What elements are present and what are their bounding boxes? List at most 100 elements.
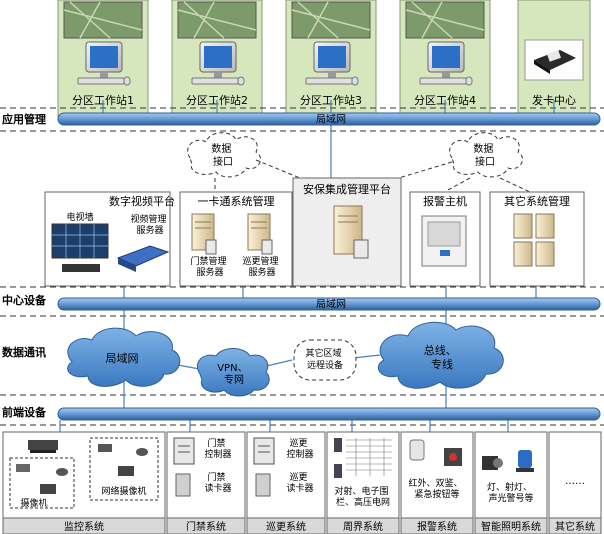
lighting-line-2: 声光警号等 xyxy=(488,492,533,504)
access-reader-line-2: 读卡器 xyxy=(204,482,231,494)
video-server-line-1: 视频管理 xyxy=(131,213,167,225)
patrol-controller-line-2: 控制器 xyxy=(286,448,313,460)
patrol-server-line-1: 巡更管理 xyxy=(243,255,279,267)
patrol-server-label: 巡更管理 服务器 xyxy=(243,255,282,278)
server-stack-icon xyxy=(513,213,555,267)
alarm-line-1: 红外、双鉴、 xyxy=(409,477,463,489)
other-front-devices: …… xyxy=(565,476,585,487)
camera-icon xyxy=(16,464,68,494)
access-server-line-1: 门禁管理 xyxy=(191,255,227,267)
patrol-system-panel[interactable]: 巡更系统 巡更 控制器 巡更 读卡器 xyxy=(246,431,326,534)
remote-device-box: 其它区域 远程设备 xyxy=(293,339,357,381)
computer-icon xyxy=(191,41,245,86)
bus-line-2: 专线 xyxy=(431,357,453,371)
lighting-system-label: 智能照明系统 xyxy=(481,520,541,533)
tv-wall-label: 电视墙 xyxy=(66,211,93,223)
remote-device-label: 其它区域 远程设备 xyxy=(306,347,345,371)
perimeter-devices-label: 对射、电子围 栏、高压电网 xyxy=(335,485,392,508)
lighting-system-panel[interactable]: 智能照明系统 灯、射灯、 声光警号等 xyxy=(474,431,548,534)
layer-label-comm: 数据通讯 xyxy=(2,345,46,359)
patrol-controller-icon xyxy=(253,437,275,465)
dvr-icon xyxy=(28,440,58,453)
computer-icon xyxy=(419,41,473,86)
patrol-reader-line-1: 巡更 xyxy=(290,472,308,483)
workstation-panels: 分区工作站1 分区工作站2 xyxy=(57,0,591,119)
lan-bus-center: 局域网 xyxy=(57,297,601,311)
access-reader-line-1: 门禁 xyxy=(208,471,226,483)
card-system-box[interactable]: 一卡通系统管理 门禁管理 服务器 巡更管理 服务器 xyxy=(179,191,293,287)
access-system-label: 门禁系统 xyxy=(186,520,226,533)
vpn-cloud-label: VPN、 专网 xyxy=(217,363,251,386)
workstation-3[interactable]: 分区工作站3 xyxy=(285,0,377,119)
card-system-title: 一卡通系统管理 xyxy=(198,194,275,208)
layer-label-app: 应用管理 xyxy=(2,112,46,126)
layer-labels: 应用管理 中心设备 数据通讯 前端设备 xyxy=(0,110,50,421)
access-controller-line-2: 控制器 xyxy=(204,448,231,460)
net-camera-label: 网络摄像机 xyxy=(101,485,146,497)
data-interface-left-line-2: 接口 xyxy=(213,155,233,168)
access-server-line-2: 服务器 xyxy=(196,266,223,278)
monitor-system-panel[interactable]: 监控系统 摄像机 网络摄像机 xyxy=(2,431,166,534)
alarm-system-panel[interactable]: 报警系统 红外、双鉴、 紧急按钮等 xyxy=(400,431,474,534)
camera-label: 摄像机 xyxy=(20,497,47,509)
lighting-line-1: 灯、射灯、 xyxy=(487,481,532,493)
video-server-line-2: 服务器 xyxy=(136,224,163,236)
other-system-box[interactable]: 其它系统管理 xyxy=(489,191,585,287)
layer-label-front: 前端设备 xyxy=(2,405,47,419)
vpn-line-1: VPN、 xyxy=(217,363,247,374)
motion-sensor-icon xyxy=(409,439,462,466)
access-controller-label: 门禁 控制器 xyxy=(204,437,231,460)
tv-wall-icon xyxy=(51,223,109,272)
other-system-title: 其它系统管理 xyxy=(504,194,570,208)
other-front-label: 其它系统 xyxy=(555,520,595,533)
data-interface-cloud-left: 数据 接口 xyxy=(187,132,261,178)
patrol-server-icon xyxy=(247,213,273,255)
monitor-system-label: 监控系统 xyxy=(64,520,104,533)
security-platform-title: 安保集成管理平台 xyxy=(303,182,391,196)
video-platform-box[interactable]: 数字视频平台 电视墙 视频管理 服务器 xyxy=(44,191,175,287)
access-server-label: 门禁管理 服务器 xyxy=(191,255,230,278)
workstation-2[interactable]: 分区工作站2 xyxy=(171,0,263,119)
security-platform-box[interactable]: 安保集成管理平台 xyxy=(292,177,402,287)
remote-line-1: 其它区域 xyxy=(306,347,342,359)
data-interface-left-label: 数据 接口 xyxy=(211,142,234,168)
video-server-icon xyxy=(116,245,170,272)
front-bus xyxy=(57,407,601,421)
layer-label-center: 中心设备 xyxy=(2,293,47,307)
vpn-line-2: 专网 xyxy=(224,373,244,386)
patrol-reader-label: 巡更 读卡器 xyxy=(286,472,313,494)
access-server-icon xyxy=(191,213,217,255)
bus-line-1: 总线、 xyxy=(424,343,457,357)
bus-cloud: 总线、 专线 xyxy=(377,321,504,389)
lan-bus-app: 局域网 xyxy=(57,112,601,126)
workstation-4[interactable]: 分区工作站4 xyxy=(399,0,491,119)
lan-bus-app-label: 局域网 xyxy=(316,113,346,126)
alarm-line-2: 紧急按钮等 xyxy=(414,488,459,500)
bus-cloud-label: 总线、 专线 xyxy=(424,343,461,371)
video-server-label: 视频管理 服务器 xyxy=(131,213,170,236)
other-front-panel[interactable]: 其它系统 …… xyxy=(548,431,602,534)
access-controller-icon xyxy=(173,437,195,465)
perimeter-system-panel[interactable]: 周界系统 对射、电子围 栏、高压电网 xyxy=(326,431,400,534)
siren-icon xyxy=(516,450,534,472)
security-server-icon xyxy=(333,205,369,259)
data-interface-right-label: 数据 接口 xyxy=(473,142,496,168)
video-platform-title: 数字视频平台 xyxy=(109,194,175,208)
data-interface-right-line-2: 接口 xyxy=(475,155,495,168)
data-interface-left-line-1: 数据 xyxy=(211,142,231,155)
alarm-host-box[interactable]: 报警主机 xyxy=(409,191,481,287)
patrol-reader-icon xyxy=(255,473,271,497)
patrol-reader-line-2: 读卡器 xyxy=(286,482,313,494)
workstation-1[interactable]: 分区工作站1 xyxy=(57,0,149,119)
lighting-devices-label: 灯、射灯、 声光警号等 xyxy=(487,481,535,504)
access-controller-line-1: 门禁 xyxy=(208,437,226,449)
layer-separators xyxy=(0,107,604,426)
alarm-panel-icon xyxy=(421,215,467,267)
computer-icon xyxy=(305,41,359,86)
access-system-panel[interactable]: 门禁系统 门禁 控制器 门禁 读卡器 xyxy=(166,431,246,534)
perimeter-system-label: 周界系统 xyxy=(343,520,383,533)
beam-detector-icon xyxy=(334,438,392,478)
card-issuer-panel[interactable]: 发卡中心 xyxy=(517,0,591,119)
